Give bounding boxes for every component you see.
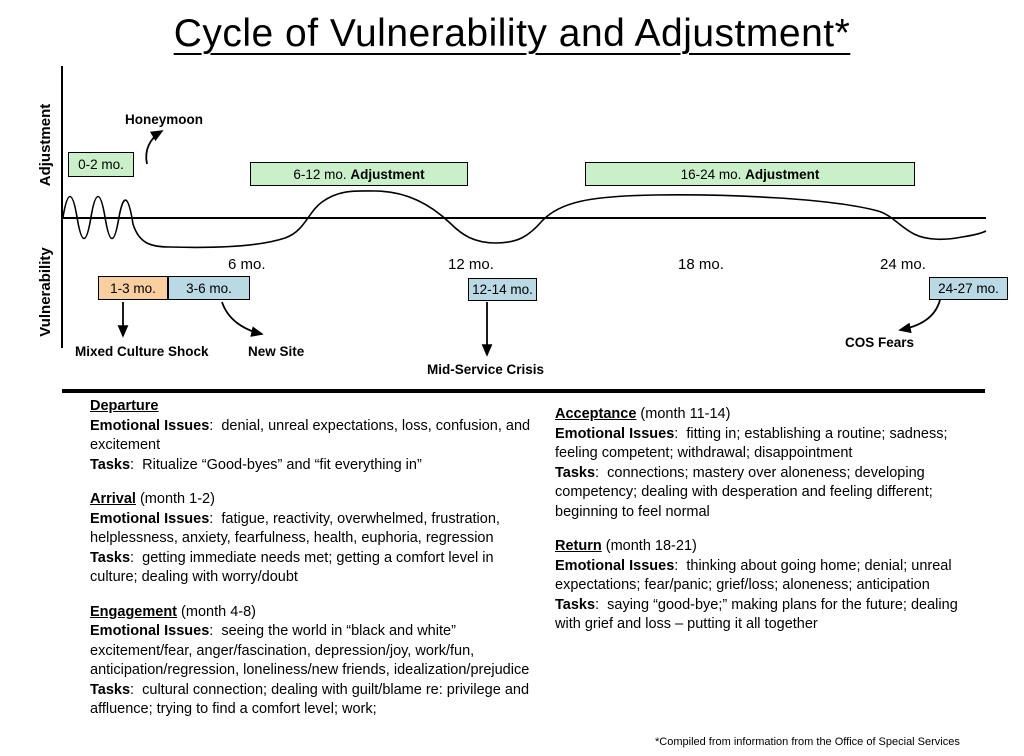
section-heading: Arrival (month 1-2) bbox=[90, 490, 537, 510]
adjustment-box-6-12mo: 6-12 mo. Adjustment bbox=[250, 162, 468, 186]
honeymoon-label: Honeymoon bbox=[125, 112, 204, 127]
vulnerability-box-12-14mo: 12-14 mo. bbox=[468, 278, 537, 301]
vulnerability-box-3-6mo-text: 3-6 mo. bbox=[186, 280, 232, 296]
notes-right-column: Acceptance (month 11-14) Emotional Issue… bbox=[555, 405, 975, 650]
adjustment-box-0-2mo: 0-2 mo. bbox=[68, 152, 134, 177]
vulnerability-box-3-6mo: 3-6 mo. bbox=[168, 276, 250, 300]
emotional-issues-line: Emotional Issues: fatigue, reactivity, o… bbox=[90, 510, 504, 547]
tasks-line: Tasks: getting immediate needs met; gett… bbox=[90, 549, 498, 586]
tasks-line: Tasks: cultural connection; dealing with… bbox=[90, 681, 534, 718]
axis-label-vulnerability: Vulnerability bbox=[37, 247, 54, 337]
section-subtitle: (month 1-2) bbox=[135, 491, 215, 507]
tasks-line: Tasks: Ritualize “Good-byes” and “fit ev… bbox=[90, 456, 422, 473]
adjustment-box-16-24mo: 16-24 mo. Adjustment bbox=[585, 162, 915, 186]
honeymoon-arrow bbox=[145, 130, 164, 165]
tick-12mo: 12 mo. bbox=[448, 256, 494, 273]
adjustment-box-16-24mo-range: 16-24 mo. bbox=[680, 166, 746, 182]
section-subtitle: (month 11-14) bbox=[636, 406, 731, 422]
note-section-acceptance: Acceptance (month 11-14) Emotional Issue… bbox=[555, 405, 975, 522]
section-heading: Return (month 18-21) bbox=[555, 537, 975, 557]
note-section-departure: Departure Emotional Issues: denial, unre… bbox=[90, 397, 537, 475]
tick-24mo: 24 mo. bbox=[880, 256, 926, 273]
section-title: Return bbox=[555, 538, 602, 554]
section-heading: Acceptance (month 11-14) bbox=[555, 405, 975, 425]
section-heading: Departure bbox=[90, 397, 537, 417]
section-title: Acceptance bbox=[555, 406, 637, 422]
new-site-label: New Site bbox=[248, 344, 305, 359]
section-heading: Engagement (month 4-8) bbox=[90, 603, 537, 623]
adjustment-box-6-12mo-range: 6-12 mo. bbox=[293, 166, 351, 182]
adjustment-box-16-24mo-label: Adjustment bbox=[745, 166, 820, 182]
cos-fears-label: COS Fears bbox=[845, 335, 915, 350]
adjustment-box-0-2mo-text: 0-2 mo. bbox=[78, 157, 124, 172]
new-site-arrow bbox=[221, 301, 264, 337]
note-section-return: Return (month 18-21) Emotional Issues: t… bbox=[555, 537, 975, 635]
mid-service-crisis-label: Mid-Service Crisis bbox=[427, 362, 545, 377]
mixed-culture-shock-label: Mixed Culture Shock bbox=[75, 344, 209, 359]
section-title: Engagement bbox=[90, 603, 178, 620]
vulnerability-box-1-3mo-text: 1-3 mo. bbox=[110, 280, 156, 296]
section-subtitle: (month 4-8) bbox=[177, 603, 256, 620]
cos-fears-arrow bbox=[898, 299, 941, 334]
emotional-issues-line: Emotional Issues: denial, unreal expecta… bbox=[90, 417, 535, 454]
source-footnote: *Compiled from information from the Offi… bbox=[655, 736, 960, 748]
tasks-line: Tasks: connections; mastery over alonene… bbox=[555, 464, 937, 520]
cycle-curve bbox=[62, 190, 987, 249]
axis-label-adjustment: Adjustment bbox=[37, 103, 54, 187]
vulnerability-box-12-14mo-text: 12-14 mo. bbox=[472, 282, 533, 297]
emotional-issues-line: Emotional Issues: thinking about going h… bbox=[555, 557, 956, 594]
tick-6mo: 6 mo. bbox=[228, 256, 266, 273]
emotional-issues-line: Emotional Issues: fitting in; establishi… bbox=[555, 425, 952, 462]
page-title: Cycle of Vulnerability and Adjustment* bbox=[173, 12, 851, 55]
section-subtitle: (month 18-21) bbox=[601, 538, 697, 554]
vulnerability-box-24-27mo-text: 24-27 mo. bbox=[938, 281, 999, 296]
emotional-issues-line: Emotional Issues: seeing the world in “b… bbox=[90, 623, 530, 678]
note-section-engagement: Engagement (month 4-8) Emotional Issues:… bbox=[90, 603, 537, 720]
vulnerability-box-24-27mo: 24-27 mo. bbox=[929, 277, 1008, 300]
notes-left-column: Departure Emotional Issues: denial, unre… bbox=[90, 397, 537, 735]
note-section-arrival: Arrival (month 1-2) Emotional Issues: fa… bbox=[90, 490, 537, 588]
tick-18mo: 18 mo. bbox=[678, 256, 724, 273]
tasks-line: Tasks: saying “good-bye;” making plans f… bbox=[555, 596, 962, 633]
section-title: Arrival bbox=[90, 491, 136, 507]
section-title: Departure bbox=[90, 398, 159, 414]
vulnerability-box-1-3mo: 1-3 mo. bbox=[98, 276, 168, 300]
adjustment-box-6-12mo-label: Adjustment bbox=[350, 166, 425, 182]
